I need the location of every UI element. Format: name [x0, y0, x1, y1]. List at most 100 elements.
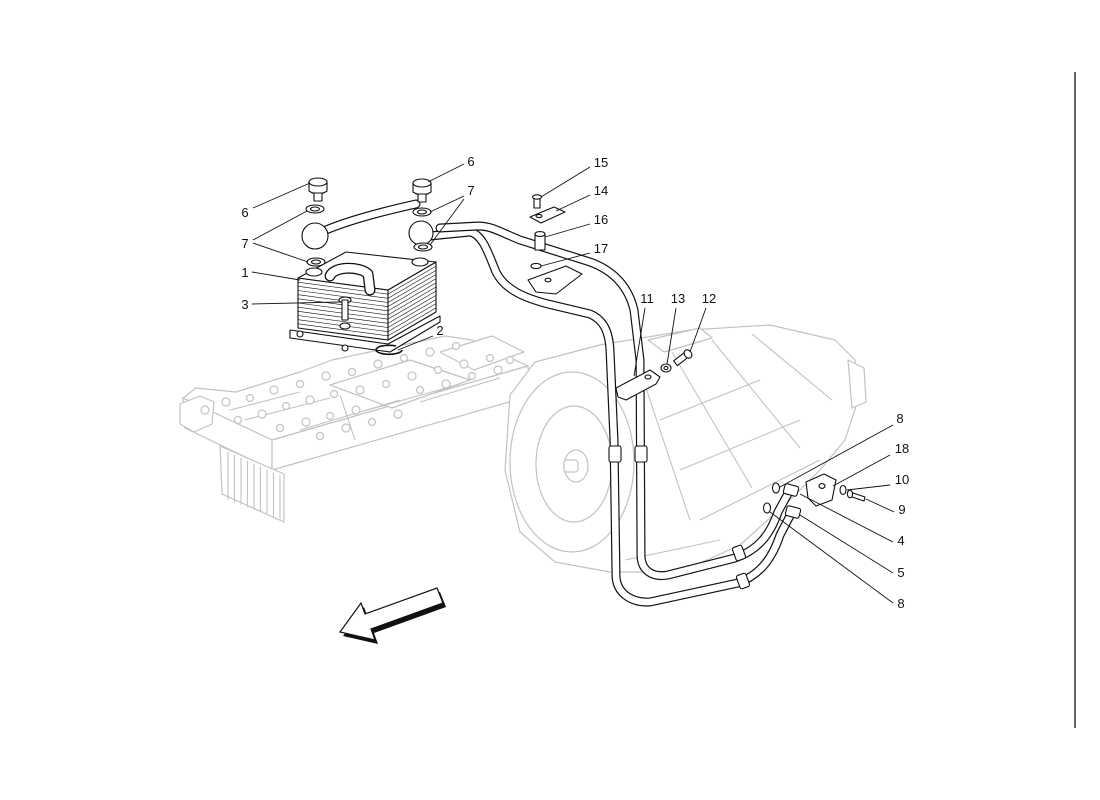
- callout-7-center: 7: [467, 183, 474, 198]
- leader-line: [666, 307, 677, 365]
- cooler-fin: [387, 265, 437, 295]
- tube-support-bracket: [527, 265, 583, 295]
- ghost-bolt: [493, 365, 503, 375]
- bolt-shank: [341, 299, 349, 321]
- ghost-bolt: [467, 371, 477, 381]
- ghost-bolt: [295, 379, 305, 389]
- cooler-elbow-core: [325, 264, 375, 295]
- ghost-bolt: [200, 405, 210, 415]
- leader-line: [251, 271, 301, 281]
- port-sealing-washer-lower: [762, 502, 772, 514]
- direction-arrow-body: [338, 587, 444, 641]
- callout-8-lower: 8: [897, 596, 904, 611]
- cooler-outlet-port: [411, 257, 429, 267]
- leader-line: [251, 301, 341, 305]
- sealing-washer-hole: [310, 259, 322, 265]
- filter-block: [219, 445, 285, 523]
- o-ring: [375, 344, 403, 356]
- ghost-bolt: [351, 405, 361, 415]
- cooler-mount-hole: [341, 344, 349, 352]
- ghost-bolt: [367, 417, 377, 427]
- cooler-fin: [297, 315, 389, 328]
- link-tube-core: [322, 200, 420, 234]
- callout-13: 13: [671, 291, 685, 306]
- ghost-bolt: [341, 423, 351, 433]
- clamp-washer-hole: [663, 365, 669, 371]
- leader-line: [397, 335, 434, 351]
- gearbox-ribs: [624, 333, 833, 561]
- banjo-bolt-head: [412, 178, 432, 188]
- bracket-spacer-top: [534, 231, 546, 237]
- callout-5: 5: [897, 565, 904, 580]
- ghost-gearbox: [504, 324, 867, 573]
- cooler-fin: [387, 286, 437, 316]
- lower-union-fitting: [784, 505, 802, 519]
- callout-18: 18: [895, 441, 909, 456]
- port-flange-hole: [818, 483, 826, 489]
- valve-body-end-lug: [179, 395, 215, 433]
- ghost-bolt: [301, 417, 311, 427]
- tube-coupling: [731, 544, 747, 562]
- cooler-fin: [387, 282, 437, 312]
- ghost-bolt: [355, 385, 365, 395]
- cooler-fin: [387, 278, 437, 307]
- callout-11: 11: [640, 291, 654, 306]
- ghost-bolt: [329, 389, 339, 399]
- banjo-bolt-stem: [417, 193, 427, 203]
- tube-clamp-hole: [644, 374, 652, 380]
- callout-9: 9: [898, 502, 905, 517]
- banjo-eye: [301, 222, 329, 250]
- cooler-fin: [387, 299, 437, 328]
- callout-7-left: 7: [241, 236, 248, 251]
- leader-line: [252, 242, 309, 263]
- sealing-washer-hole: [417, 244, 429, 250]
- ghost-bolt: [415, 385, 425, 395]
- callout-6-center: 6: [467, 154, 474, 169]
- cooler-inlet-port: [305, 267, 323, 277]
- left-banjo-fitting: [301, 177, 329, 267]
- oil-cooler: [289, 251, 441, 353]
- flange-bolt-washer: [839, 484, 847, 496]
- callout-1: 1: [241, 265, 248, 280]
- input-shaft-spline: [563, 459, 579, 473]
- flange-bolt-head: [846, 489, 854, 499]
- feed-tube-core: [436, 222, 794, 579]
- sealing-washer-hole: [309, 206, 321, 212]
- leader-line: [429, 198, 465, 246]
- tube-clip-hole: [535, 213, 543, 219]
- callout-labels: 6 7 1 3 6 7 15 14 16 17 2 11 13 12 8 18 …: [241, 154, 909, 611]
- cooler-fin: [387, 274, 437, 303]
- ghost-bolt: [451, 341, 461, 351]
- leader-line: [832, 454, 891, 487]
- ghost-bolt: [433, 365, 443, 375]
- ghost-bolt: [233, 415, 243, 425]
- sealing-washer-hole: [416, 209, 428, 215]
- banjo-bolt-stem: [313, 192, 323, 202]
- output-flange: [847, 359, 867, 409]
- callout-8-upper: 8: [896, 411, 903, 426]
- ghost-bolt: [315, 431, 325, 441]
- ghost-bolt: [485, 353, 495, 363]
- cooler-mount-hole: [296, 330, 304, 338]
- bracket-bolt-head: [531, 194, 543, 200]
- ghost-bolt: [321, 371, 331, 381]
- ghost-bolt: [305, 395, 315, 405]
- cooler-fin: [387, 303, 437, 332]
- banjo-bolt-head: [308, 177, 328, 187]
- leader-line: [865, 498, 895, 513]
- leader-line: [252, 182, 311, 209]
- cooler-mounting-bolt: [338, 296, 352, 330]
- cooler-fin: [297, 323, 389, 337]
- ghost-bolt: [325, 411, 335, 421]
- cooler-fin: [387, 307, 437, 337]
- ghost-bolt: [245, 393, 255, 403]
- leader-line: [769, 511, 894, 604]
- tube-bracket-parts: [527, 194, 583, 295]
- leader-line: [779, 424, 894, 488]
- ghost-bolt: [275, 423, 285, 433]
- leader-line: [540, 252, 591, 267]
- port-sealing-washer-upper: [771, 482, 781, 494]
- gearbox-top-boss: [647, 327, 713, 353]
- callout-10: 10: [895, 472, 909, 487]
